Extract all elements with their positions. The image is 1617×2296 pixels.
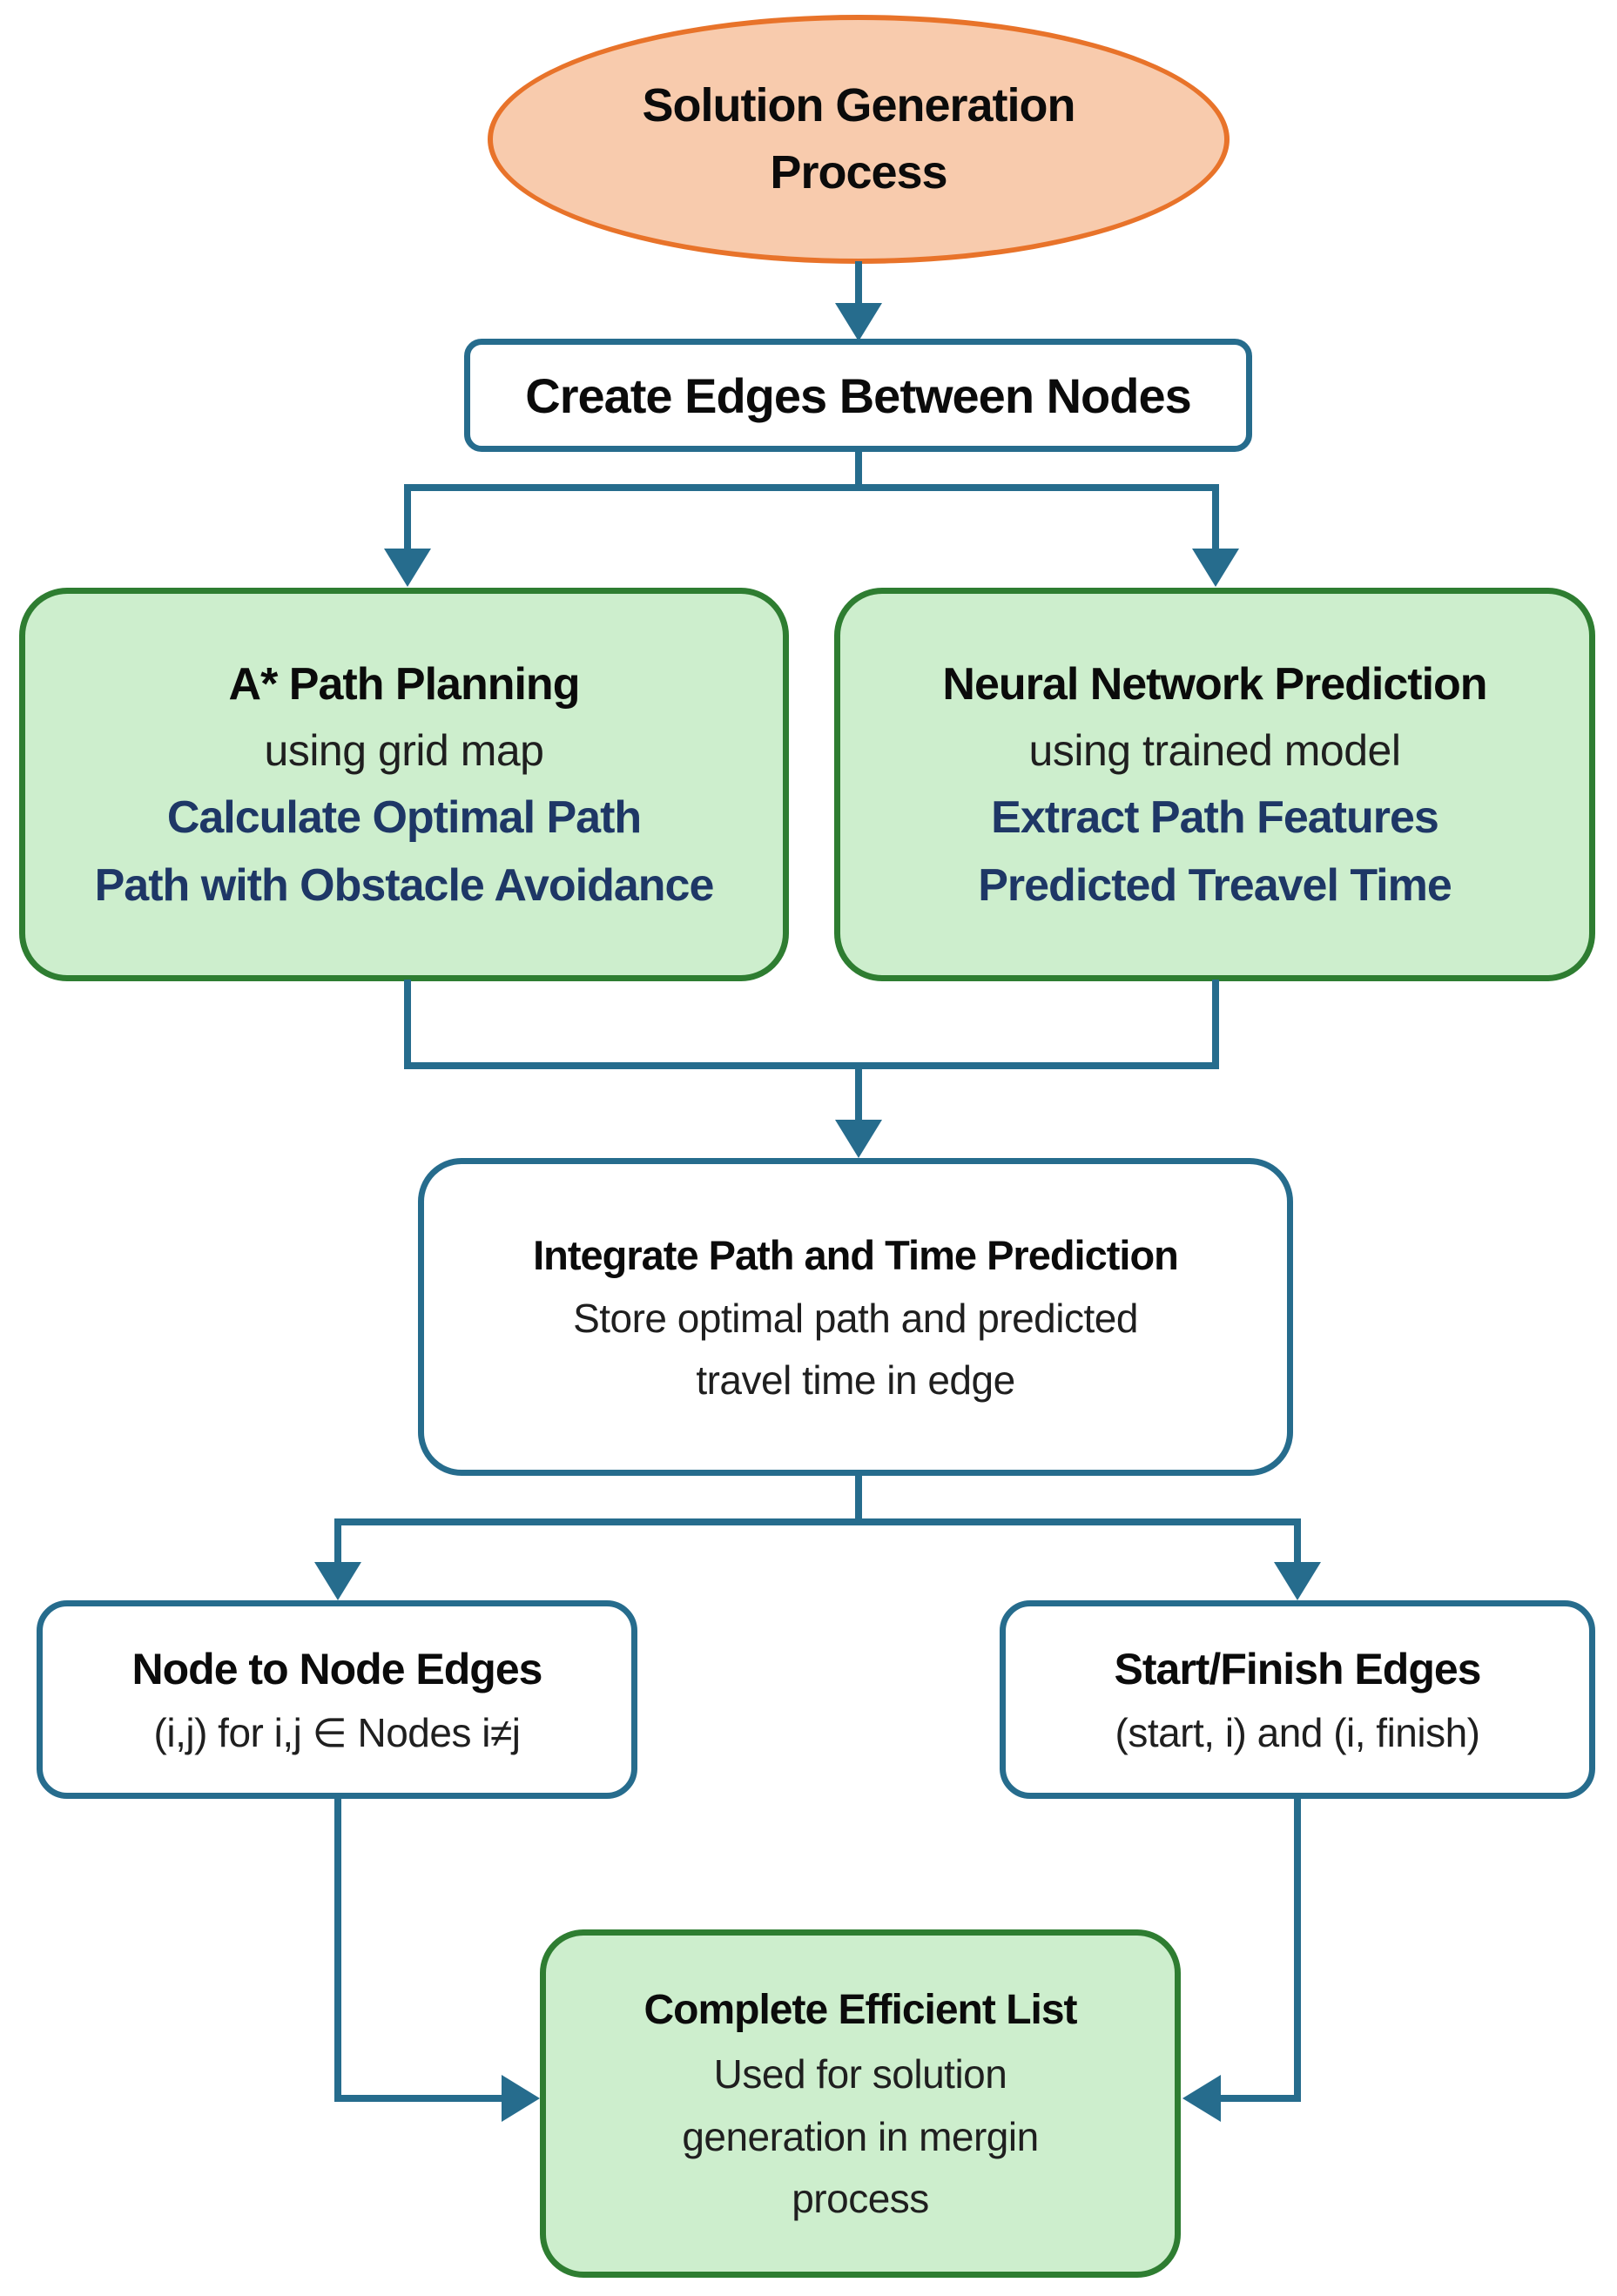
arrowhead-right-icon bbox=[502, 2075, 540, 2122]
start-finish-formula: (start, i) and (i, finish) bbox=[1115, 1710, 1481, 1756]
connector-neural-drop bbox=[1212, 980, 1219, 1069]
arrowhead-down-icon bbox=[314, 1562, 361, 1600]
node-complete-efficient-list: Complete Efficient List Used for solutio… bbox=[540, 1929, 1181, 2278]
solution-title-line2: Process bbox=[770, 146, 947, 199]
connector-startfinish-down bbox=[1294, 1797, 1301, 2102]
arrowhead-down-icon bbox=[835, 303, 882, 341]
node-neural-network-prediction: Neural Network Prediction using trained … bbox=[834, 588, 1595, 981]
complete-line2: Used for solution bbox=[713, 2051, 1007, 2097]
neural-detail2: Predicted Treavel Time bbox=[978, 859, 1452, 911]
integrate-line2: Store optimal path and predicted bbox=[573, 1295, 1138, 1341]
arrowhead-down-icon bbox=[1192, 549, 1239, 587]
complete-title: Complete Efficient List bbox=[643, 1986, 1077, 2033]
connector-solution-to-create bbox=[855, 261, 862, 306]
arrowhead-left-icon bbox=[1182, 2075, 1221, 2122]
connector-create-split-bar bbox=[404, 484, 1219, 491]
node-to-node-title: Node to Node Edges bbox=[131, 1644, 543, 1693]
node-create-edges-between-nodes: Create Edges Between Nodes bbox=[464, 339, 1252, 452]
connector-startfinish-across bbox=[1221, 2095, 1297, 2102]
connector-nodeedges-down bbox=[334, 1797, 341, 2102]
astar-title: A* Path Planning bbox=[228, 658, 581, 710]
arrowhead-down-icon bbox=[1274, 1562, 1321, 1600]
node-astar-path-planning: A* Path Planning using grid map Calculat… bbox=[19, 588, 789, 981]
node-solution-generation-process: Solution Generation Process bbox=[488, 15, 1230, 264]
astar-detail1: Calculate Optimal Path bbox=[166, 791, 642, 843]
arrowhead-down-icon bbox=[835, 1120, 882, 1158]
node-start-finish-edges: Start/Finish Edges (start, i) and (i, fi… bbox=[1000, 1600, 1595, 1799]
neural-subtitle: using trained model bbox=[1028, 725, 1401, 775]
integrate-title: Integrate Path and Time Prediction bbox=[533, 1231, 1179, 1278]
node-node-to-node-edges: Node to Node Edges (i,j) for i,j ∈ Nodes… bbox=[37, 1600, 637, 1799]
neural-detail1: Extract Path Features bbox=[991, 791, 1439, 843]
connector-merge-stem bbox=[855, 1069, 862, 1121]
integrate-line3: travel time in edge bbox=[696, 1357, 1015, 1404]
node-to-node-formula: (i,j) for i,j ∈ Nodes i≠j bbox=[153, 1710, 521, 1756]
connector-integrate-split-stem bbox=[855, 1474, 862, 1522]
connector-integrate-split-bar bbox=[334, 1518, 1301, 1525]
astar-subtitle: using grid map bbox=[264, 725, 544, 775]
connector-create-split-stem bbox=[855, 450, 862, 488]
node-integrate-path-and-time: Integrate Path and Time Prediction Store… bbox=[418, 1158, 1293, 1476]
connector-split-drop-left bbox=[404, 488, 411, 550]
connector-astar-drop bbox=[404, 980, 411, 1069]
connector-split-drop-right bbox=[1212, 488, 1219, 550]
create-edges-label: Create Edges Between Nodes bbox=[525, 367, 1191, 423]
start-finish-title: Start/Finish Edges bbox=[1114, 1644, 1482, 1693]
connector-edges-drop-left bbox=[334, 1525, 341, 1565]
astar-detail2: Path with Obstacle Avoidance bbox=[94, 859, 715, 911]
connector-nodeedges-across bbox=[334, 2095, 502, 2102]
complete-line4: process bbox=[792, 2176, 929, 2222]
arrowhead-down-icon bbox=[384, 549, 431, 587]
connector-edges-drop-right bbox=[1294, 1525, 1301, 1565]
solution-title-line1: Solution Generation bbox=[642, 79, 1075, 132]
neural-title: Neural Network Prediction bbox=[942, 658, 1487, 710]
complete-line3: generation in mergin bbox=[682, 2113, 1039, 2159]
connector-merge-bar bbox=[404, 1062, 1219, 1069]
